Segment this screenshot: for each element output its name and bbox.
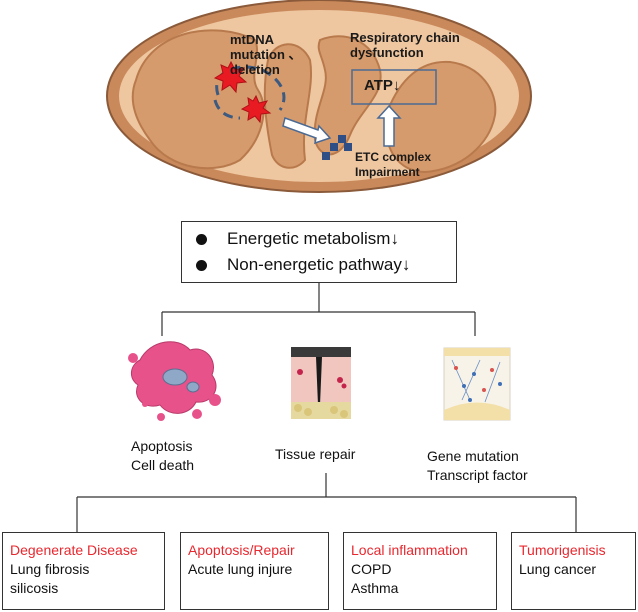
disease-item: Lung fibrosis xyxy=(10,561,90,577)
bullet-icon xyxy=(196,233,207,245)
mtdna-strand xyxy=(213,99,241,120)
disease-box-degenerate: Degenerate Disease Lung fibrosis silicos… xyxy=(2,532,165,610)
mitochondrion-cristae xyxy=(313,35,382,156)
apoptotic-cell-icon xyxy=(128,341,221,421)
metabolism-summary-box: Energetic metabolism↓ Non-energetic path… xyxy=(181,221,457,283)
hollow-arrow-icon xyxy=(282,117,332,145)
disease-box-inflammation: Local inflammation COPD Asthma xyxy=(343,532,497,610)
etc-complex-block xyxy=(338,135,346,143)
disease-title: Local inflammation xyxy=(351,542,468,558)
disease-item: Acute lung injure xyxy=(188,561,293,577)
respiratory-chain-label: Respiratory chain dysfunction xyxy=(350,30,460,60)
gene-pathway-icon xyxy=(443,347,511,421)
disease-item: Lung cancer xyxy=(519,561,597,577)
disease-box-tumorigenesis: Tumorigenisis Lung cancer xyxy=(511,532,636,610)
mutation-star-icon xyxy=(213,60,248,94)
disease-title: Degenerate Disease xyxy=(10,542,138,558)
etc-complex-block xyxy=(322,152,330,160)
effect-caption-gene-mutation: Gene mutation Transcript factor xyxy=(427,448,528,483)
effect-caption-tissue-repair: Tissue repair xyxy=(275,446,356,462)
disease-box-apoptosis-repair: Apoptosis/Repair Acute lung injure xyxy=(180,532,329,610)
disease-item: COPD xyxy=(351,561,392,577)
atp-box xyxy=(351,69,437,105)
hollow-arrow-icon xyxy=(376,104,402,147)
disease-title: Tumorigenisis xyxy=(519,542,606,558)
etc-complex-block xyxy=(330,143,338,151)
disease-item: silicosis xyxy=(10,580,59,596)
etc-complex-block xyxy=(344,143,352,151)
effect-caption-apoptosis: Apoptosis Cell death xyxy=(131,438,195,473)
atp-label: ATP↓ xyxy=(364,77,401,94)
summary-item: Non-energetic pathway↓ xyxy=(196,253,410,277)
mtdna-label: mtDNA mutation 、 deletion xyxy=(230,32,302,77)
mutation-star-icon xyxy=(240,94,272,124)
disease-title: Apoptosis/Repair xyxy=(188,542,295,558)
mitochondrion-cristae xyxy=(385,60,497,174)
mitochondrion-cristae xyxy=(263,43,312,169)
disease-item: Asthma xyxy=(351,580,399,596)
tissue-repair-icon xyxy=(291,347,351,419)
summary-item: Energetic metabolism↓ xyxy=(196,227,399,251)
bullet-icon xyxy=(196,259,207,271)
etc-complex-label: ETC complex Impairment xyxy=(355,150,432,179)
